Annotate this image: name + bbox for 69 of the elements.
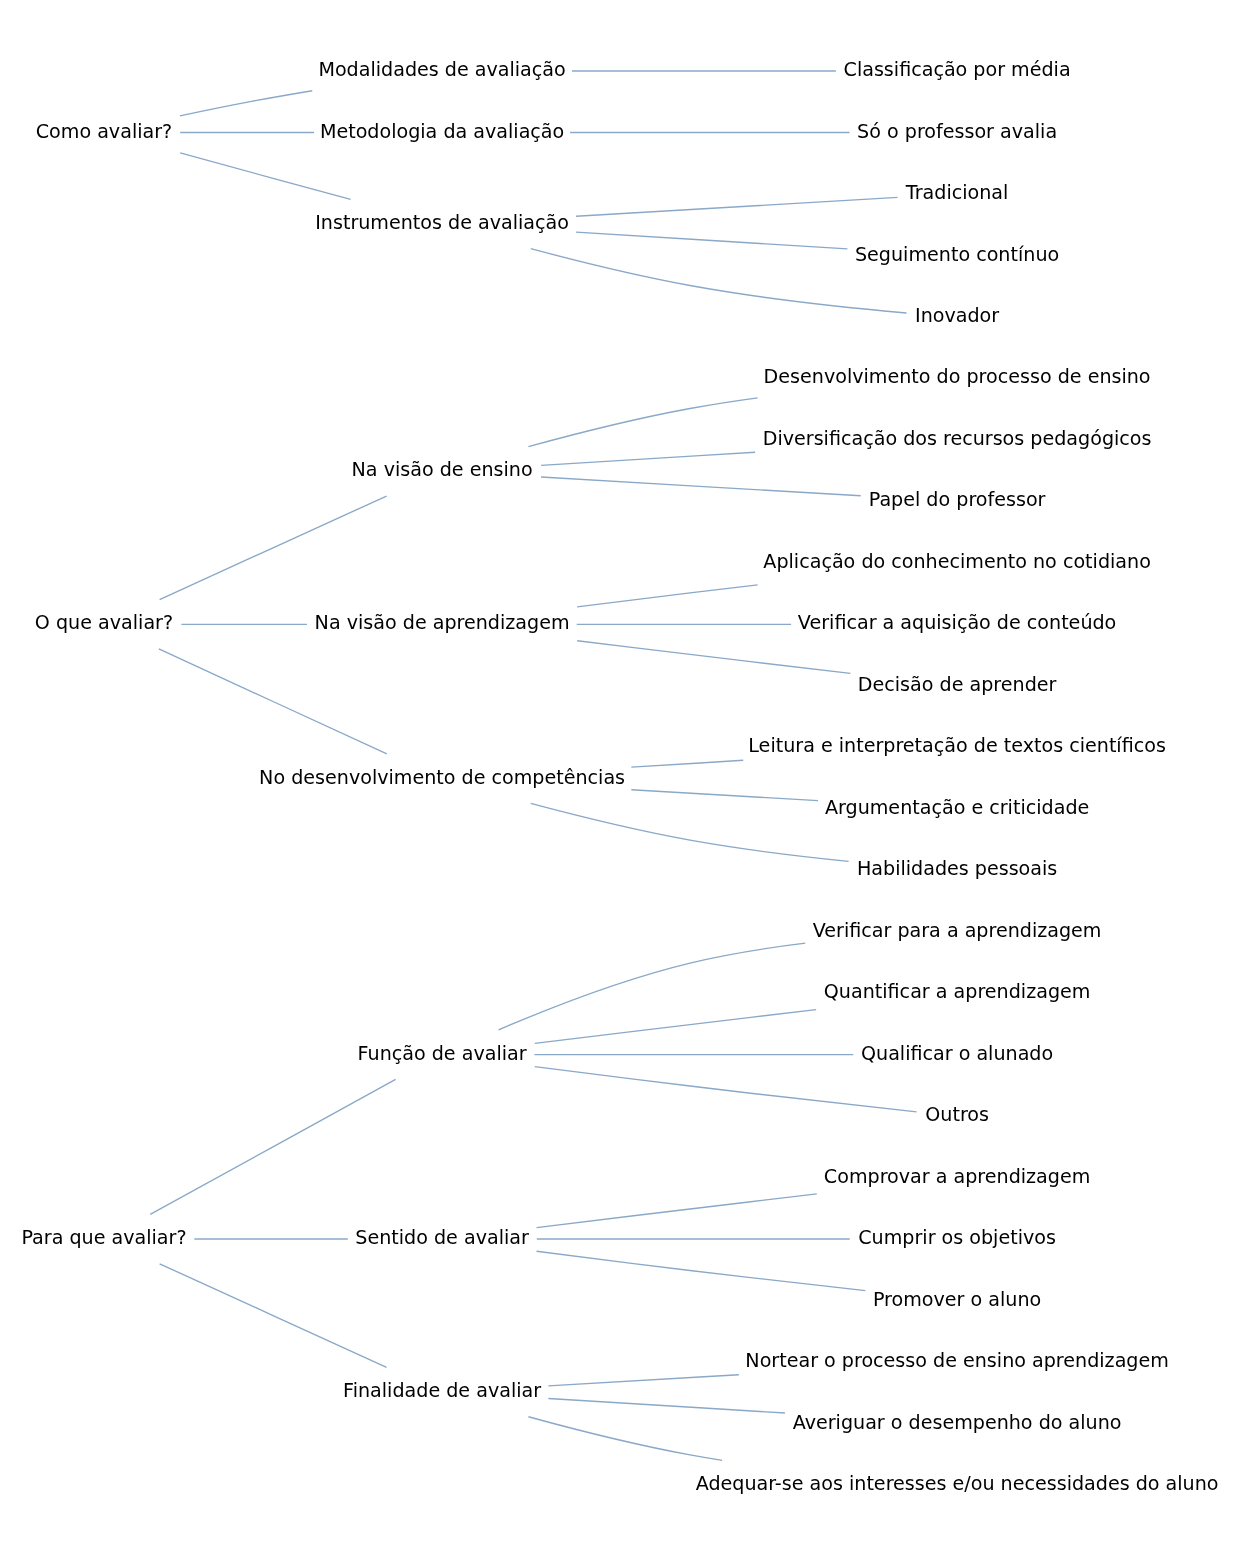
- connector: [576, 583, 759, 608]
- node-text: Decisão de aprender: [857, 672, 1057, 696]
- connector: [530, 247, 908, 314]
- node-text: Cumprir os objetivos: [858, 1225, 1056, 1249]
- node-text: Como avaliar?: [35, 119, 173, 143]
- node-text: Nortear o processo de ensino aprendizagem: [745, 1348, 1169, 1372]
- connector: [630, 788, 819, 801]
- node-text: Comprovar a aprendizagem: [823, 1164, 1091, 1188]
- node-text: Quantificar a aprendizagem: [823, 979, 1091, 1003]
- connector: [575, 231, 849, 250]
- connector: [179, 89, 313, 117]
- connector: [575, 196, 899, 217]
- node-text: Inovador: [915, 303, 1000, 327]
- connector: [547, 1373, 740, 1387]
- node-text: Finalidade de avaliar: [343, 1378, 542, 1402]
- connector: [149, 1078, 397, 1215]
- node-text: Promover o aluno: [872, 1287, 1042, 1311]
- connector: [527, 1415, 723, 1461]
- connector: [540, 451, 756, 466]
- connector: [530, 802, 850, 862]
- node-text: O que avaliar?: [34, 610, 174, 634]
- node-text: Diversificação dos recursos pedagógicos: [762, 426, 1152, 450]
- node-text: Para que avaliar?: [21, 1225, 187, 1249]
- node-text: Verificar a aquisição de conteúdo: [797, 610, 1117, 634]
- connector: [576, 623, 792, 625]
- connector: [497, 942, 806, 1031]
- node-text: Argumentação e criticidade: [824, 795, 1090, 819]
- node-text: Função de avaliar: [357, 1041, 527, 1065]
- connector: [527, 396, 759, 447]
- connector: [630, 759, 744, 768]
- connector: [158, 494, 388, 600]
- node-text: Classificação por média: [843, 57, 1071, 81]
- connector: [536, 1237, 851, 1240]
- node-text: Sentido de avaliar: [355, 1225, 529, 1249]
- connector: [180, 623, 308, 625]
- node-text: Tradicional: [905, 180, 1009, 204]
- node-text: Leitura e interpretação de textos científicos: [748, 733, 1166, 757]
- connector: [535, 1192, 818, 1228]
- connector: [547, 1397, 786, 1414]
- connector: [535, 1250, 866, 1291]
- connector: [534, 1008, 817, 1044]
- node-text: Só o professor avalia: [857, 119, 1058, 143]
- node-text: Qualificar o alunado: [861, 1041, 1054, 1065]
- connector: [571, 69, 837, 72]
- connector: [158, 1262, 388, 1368]
- node-text: Habilidades pessoais: [856, 856, 1058, 880]
- connector: [193, 1237, 349, 1240]
- node-text: Seguimento contínuo: [855, 242, 1060, 266]
- node-text: Averiguar o desempenho do aluno: [792, 1410, 1122, 1434]
- connector: [534, 1065, 918, 1113]
- node-text: Aplicação do conhecimento no cotidiano: [763, 549, 1151, 573]
- node-text: Papel do professor: [868, 487, 1046, 511]
- node-text: Na visão de aprendizagem: [314, 610, 570, 634]
- node-text: Instrumentos de avaliação: [315, 210, 569, 234]
- node-text: No desenvolvimento de competências: [259, 765, 626, 789]
- node-text: Outros: [925, 1102, 989, 1126]
- node-text: Desenvolvimento do processo de ensino: [763, 364, 1151, 388]
- node-text: Verificar para a aprendizagem: [812, 918, 1102, 942]
- connector: [533, 1053, 854, 1055]
- connector: [179, 131, 315, 133]
- connector: [540, 475, 862, 496]
- node-text: Adequar-se aos interesses e/ou necessidades do aluno: [695, 1471, 1219, 1495]
- connector: [576, 639, 852, 674]
- connector: [158, 647, 388, 755]
- node-text: Modalidades de avaliação: [318, 57, 566, 81]
- connector: [179, 151, 352, 200]
- connector: [569, 131, 851, 133]
- node-text: Na visão de ensino: [351, 457, 533, 481]
- node-text: Metodologia da avaliação: [319, 119, 565, 143]
